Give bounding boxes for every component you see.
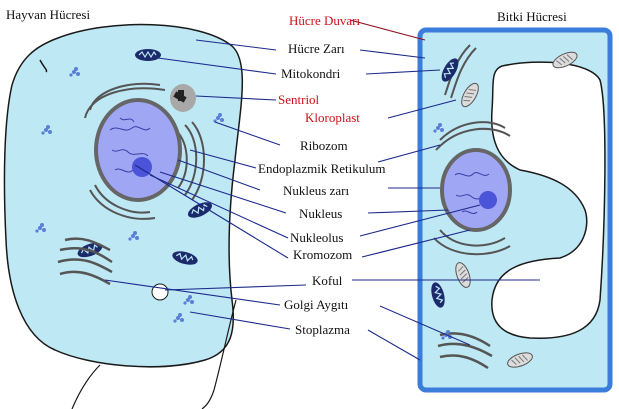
animal-cell [3,23,244,409]
label-cytoplasm: Stoplazma [295,322,350,337]
label-chloroplast: Kloroplast [305,110,360,125]
plant-er [433,44,511,256]
label-ribosome: Ribozom [300,138,348,153]
label-vacuole: Koful [312,273,343,288]
animal-nucleus-envelope [94,98,182,202]
plant-nucleolus [479,191,497,209]
plant-vacuole [490,61,606,339]
label-mitochondria: Mitokondri [281,66,341,81]
label-golgi: Golgi Aygıtı [284,297,349,312]
animal-vacuole [151,283,169,301]
label-chromosome: Kromozom [293,247,353,262]
leader-lines [104,19,540,361]
label-cell-wall: Hücre Duvarı [289,13,361,28]
plant-cell-title: Bitki Hücresi [497,9,567,24]
label-nuclear-membrane: Nukleus zarı [283,183,350,198]
label-centriole: Sentriol [278,92,320,107]
label-nucleus: Nukleus [299,206,343,221]
label-nucleolus: Nukleolus [290,230,344,245]
plant-nucleus [440,148,512,232]
animal-er [84,82,205,220]
animal-golgi [57,237,113,286]
label-cell-membrane: Hücre Zarı [288,41,345,56]
label-er: Endoplazmik Retikulum [258,161,386,176]
animal-cell-title: Hayvan Hücresi [6,7,91,22]
